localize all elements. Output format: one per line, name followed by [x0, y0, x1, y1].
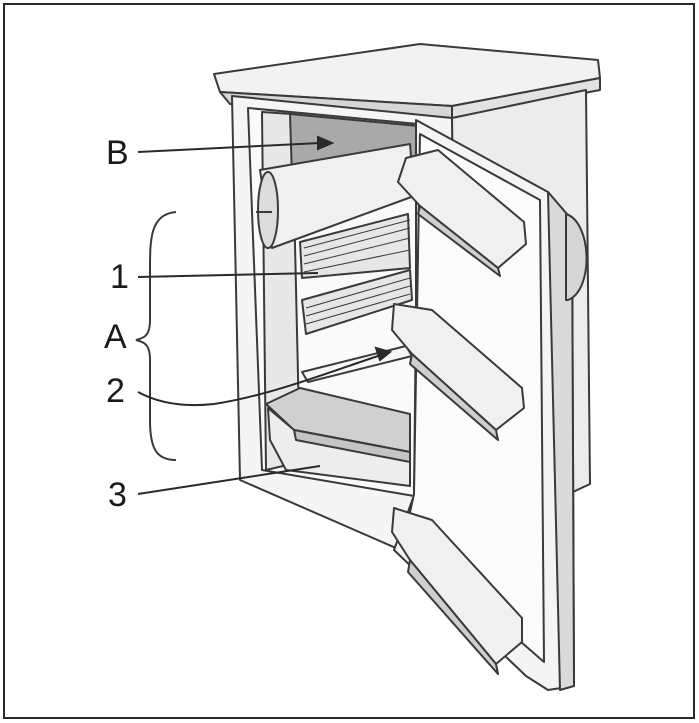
- diagram-border: [3, 3, 695, 719]
- wire-shelf-lower: [301, 269, 413, 335]
- label-glass-shelf-2: 2: [106, 372, 125, 410]
- door-bin-bottom: [391, 507, 523, 675]
- label-crisper-3: 3: [108, 476, 127, 514]
- wire-shelf-upper: [299, 213, 411, 279]
- compartment-brace: [135, 211, 177, 461]
- leader-line-1: [137, 272, 319, 278]
- leader-line-b: [137, 142, 321, 153]
- door-bin-middle: [391, 303, 525, 441]
- label-compartment-a: A: [104, 318, 127, 356]
- leader-line-3: [137, 465, 321, 495]
- leader-line-2: [137, 355, 379, 407]
- refrigerator-illustration: [213, 43, 601, 691]
- label-shelf-1: 1: [110, 258, 129, 296]
- label-freezer-b: B: [106, 134, 129, 172]
- door-edge: [547, 191, 575, 691]
- arrowhead-2: [374, 346, 393, 362]
- door-handle: [565, 213, 588, 301]
- arrowhead-b: [317, 135, 335, 151]
- door-bin-top: [397, 149, 527, 277]
